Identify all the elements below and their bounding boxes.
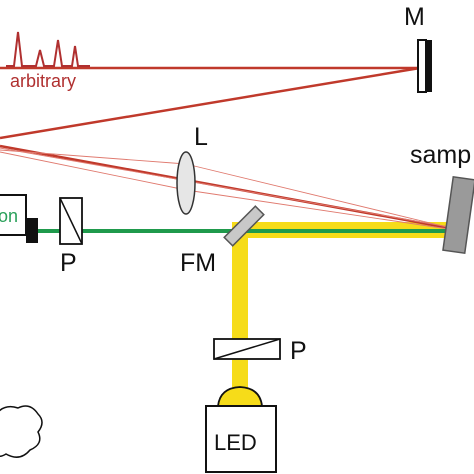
polarizer-green — [59, 197, 83, 245]
polarizer-led — [213, 338, 281, 360]
arbitrary-label: arbitrary — [10, 71, 76, 91]
camera-label: on — [0, 206, 18, 226]
mirror-body — [417, 39, 427, 93]
polarizer-green-axis — [59, 197, 83, 245]
lens-l — [176, 151, 196, 215]
polarizer-green-label: P — [60, 249, 77, 277]
camera-body — [0, 194, 27, 236]
sample-slab — [442, 175, 474, 255]
yellow-beam-vertical — [232, 222, 248, 400]
pulse-train-icon — [6, 31, 90, 67]
mirror-m — [417, 39, 432, 93]
cloud-shape — [0, 405, 43, 458]
flip-mirror-label: FM — [180, 249, 216, 277]
led-box — [205, 405, 277, 473]
polarizer-led-label: P — [290, 337, 307, 365]
red-beam-to-sample — [0, 144, 456, 231]
led-label: LED — [214, 430, 257, 455]
red-beam-thin-2 — [0, 149, 187, 165]
red-beams — [0, 66, 456, 231]
lens-label: L — [194, 123, 208, 151]
camera-lens — [26, 218, 38, 243]
polarizer-led-axis — [213, 338, 281, 360]
sample-label: samp — [410, 141, 471, 169]
mirror-label: M — [404, 3, 425, 31]
mirror-backing — [426, 40, 432, 92]
red-beam-thin-1 — [0, 147, 456, 229]
red-beam-thin-5 — [185, 189, 456, 231]
red-beam-thin-4 — [0, 151, 187, 191]
led-source — [205, 386, 277, 473]
yellow-led-beam — [232, 222, 457, 400]
flip-mirror — [223, 205, 265, 247]
red-beam-thin-3 — [185, 163, 456, 230]
camera — [0, 194, 38, 243]
led-dome — [216, 386, 264, 407]
red-beam-return-upper — [0, 66, 421, 140]
